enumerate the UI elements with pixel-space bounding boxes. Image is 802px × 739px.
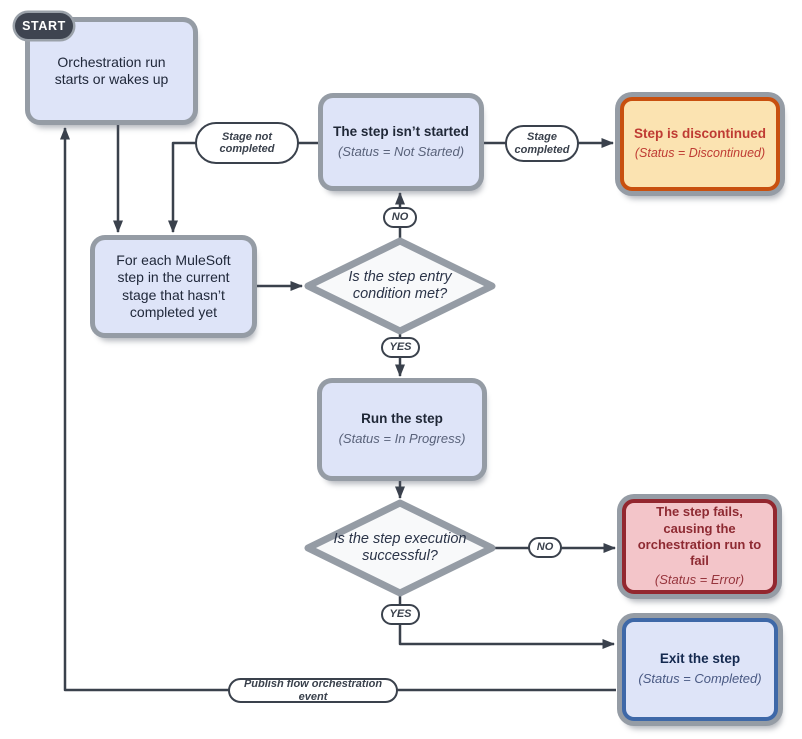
edge-label-stage-completed: Stage completed: [505, 125, 579, 162]
node-step-discontinued-title: Step is discontinued: [634, 126, 767, 142]
node-step-not-started: The step isn’t started (Status = Not Sta…: [323, 98, 479, 186]
node-step-fails: The step fails, causing the orchestratio…: [622, 499, 777, 594]
edge-label-entry-no: NO: [383, 207, 417, 228]
edge-exec-yes: [398, 595, 616, 649]
node-exit-step-status: (Status = Completed): [638, 671, 762, 687]
node-for-each-step: For each MuleSoft step in the current st…: [95, 240, 252, 333]
node-step-fails-title: The step fails, causing the orchestratio…: [637, 504, 762, 569]
node-exit-step-title: Exit the step: [659, 651, 741, 667]
node-step-not-started-status: (Status = Not Started): [337, 143, 465, 159]
edge-label-publish-event: Publish flow orchestration event: [228, 678, 398, 703]
node-step-not-started-title: The step isn’t started: [333, 123, 469, 139]
node-step-discontinued: Step is discontinued (Status = Discontin…: [620, 97, 780, 191]
node-run-step-title: Run the step: [361, 411, 443, 427]
decision-execution-successful-label: Is the step execution successful?: [333, 530, 467, 564]
node-run-step: Run the step (Status = In Progress): [322, 383, 482, 476]
edge-label-exec-yes: YES: [381, 604, 420, 625]
node-orchestration-run-title: Orchestration run starts or wakes up: [54, 53, 169, 88]
node-step-fails-status: (Status = Error): [654, 572, 745, 588]
edge-label-exec-no: NO: [528, 537, 562, 558]
edge-label-entry-yes: YES: [381, 337, 420, 358]
node-run-step-status: (Status = In Progress): [338, 431, 466, 447]
start-badge: START: [15, 13, 73, 39]
node-exit-step: Exit the step (Status = Completed): [622, 618, 778, 721]
decision-entry-condition-label: Is the step entry condition met?: [348, 268, 452, 302]
decision-entry-condition-shape: [304, 237, 496, 335]
edge-label-stage-not-completed: Stage not completed: [195, 122, 299, 164]
decision-execution-successful-shape: [304, 499, 496, 597]
node-step-discontinued-status: (Status = Discontinued): [634, 146, 766, 161]
node-for-each-step-title: For each MuleSoft step in the current st…: [116, 251, 231, 321]
edge-loop-publish-return: [60, 126, 616, 692]
